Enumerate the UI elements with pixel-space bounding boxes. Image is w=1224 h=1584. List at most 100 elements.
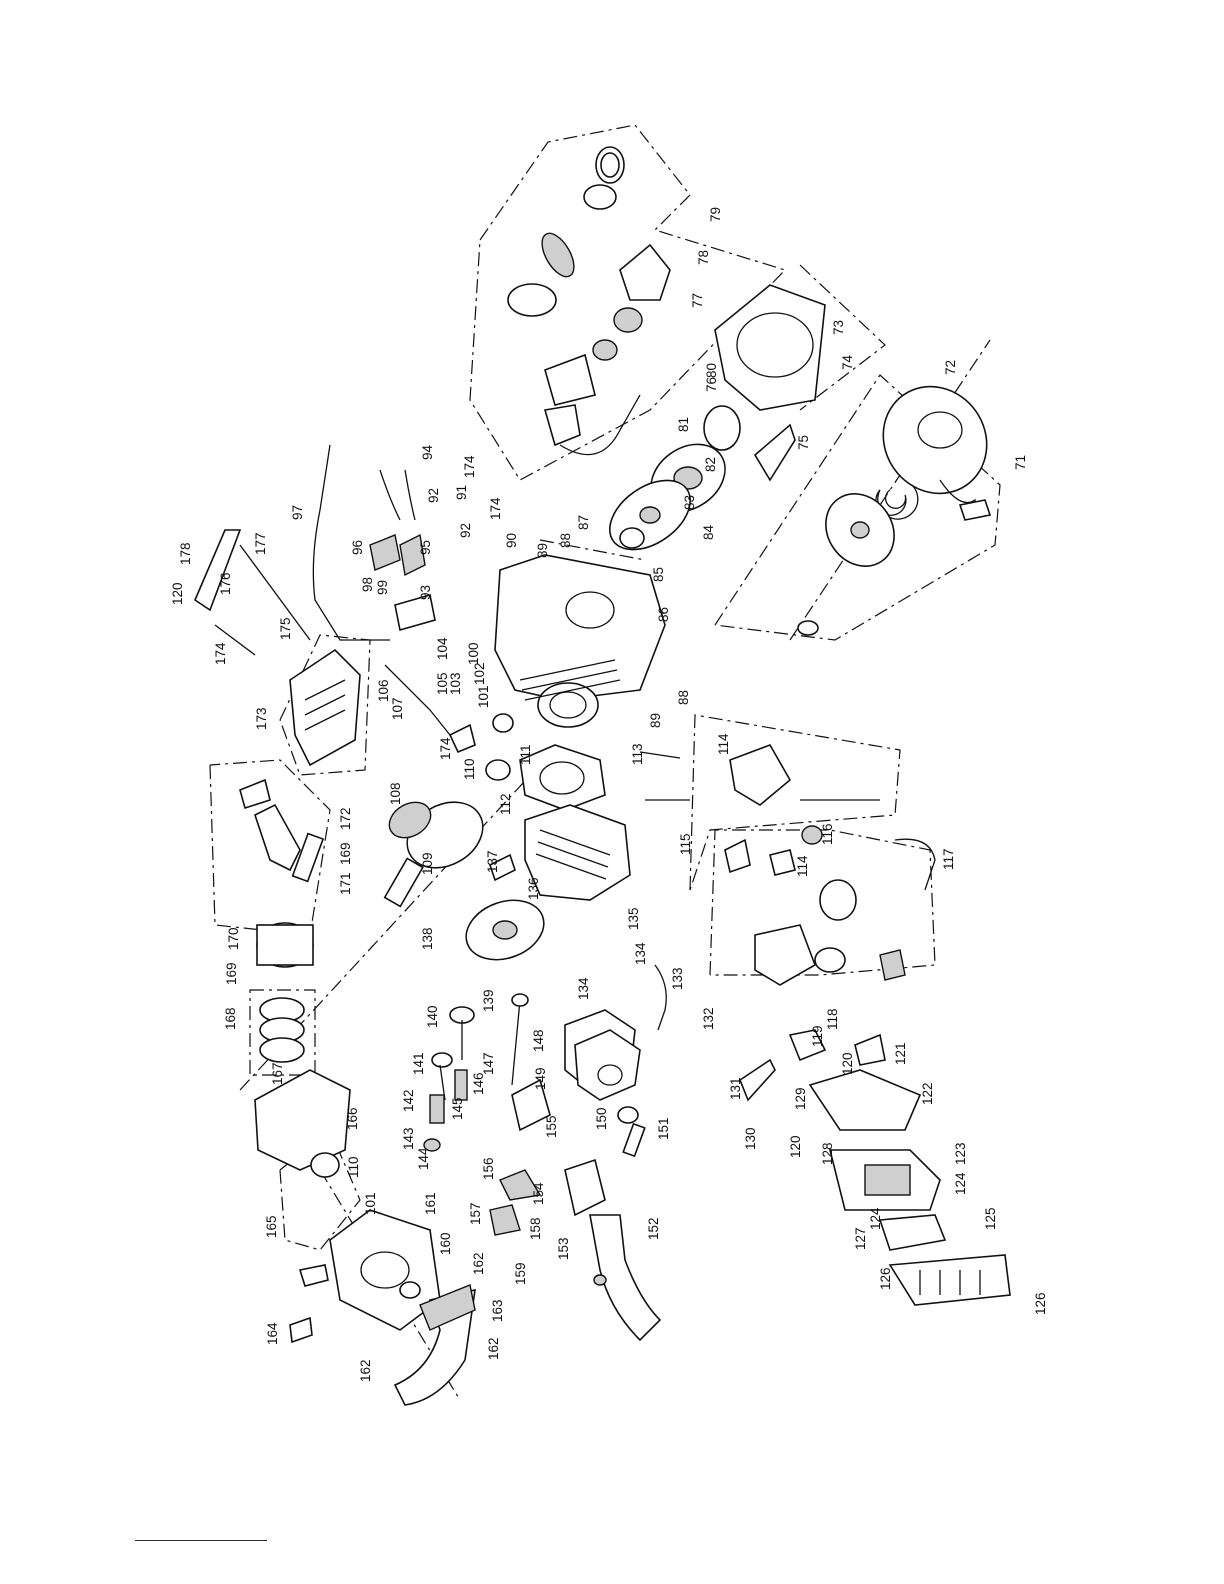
muffler-washer [617, 1106, 639, 1124]
callout-72: 72 [943, 360, 958, 375]
governor-knob [801, 825, 823, 845]
head-bolt-upper [639, 751, 681, 759]
head-gasket [519, 744, 606, 811]
stop-wire [312, 444, 390, 641]
recoil-cover [882, 385, 988, 495]
callout-158: 158 [528, 1217, 543, 1240]
oil-alert-unit [448, 723, 476, 754]
ignition-module [394, 593, 436, 632]
callout-77: 77 [690, 293, 705, 308]
recoil-cover-inner [917, 411, 963, 449]
air-filter-element [864, 1164, 911, 1196]
callout-149: 149 [533, 1067, 548, 1090]
oil-drain-plug [289, 1316, 313, 1344]
callout-131: 131 [728, 1077, 743, 1100]
control-box [289, 648, 361, 767]
callout-121: 121 [893, 1042, 908, 1065]
recoil-starter-group [797, 385, 992, 636]
callout-162b: 162 [486, 1337, 501, 1360]
air-cleaner-group [739, 1029, 1011, 1306]
starter-housing [507, 283, 557, 317]
callout-154: 154 [531, 1182, 546, 1205]
callout-168: 168 [223, 1007, 238, 1030]
blower-housing-opening [736, 312, 814, 378]
air-cleaner-cover [888, 1254, 1011, 1306]
callout-100: 100 [466, 642, 481, 665]
callout-155: 155 [544, 1115, 559, 1138]
crankcase-cover-bore [360, 1251, 410, 1289]
callout-120: 120 [840, 1052, 855, 1075]
callout-79: 79 [708, 207, 723, 222]
callout-71: 71 [1013, 455, 1028, 470]
carburetor-bowl-cover [819, 879, 857, 921]
shroud-plate [753, 423, 796, 482]
callout-95: 95 [418, 540, 433, 555]
callout-140: 140 [425, 1005, 440, 1028]
callout-97: 97 [290, 505, 305, 520]
throttle-cable [239, 544, 311, 641]
callout-118: 118 [825, 1008, 840, 1030]
carburetor-outline [709, 829, 936, 976]
callout-90: 90 [504, 533, 519, 548]
callout-108: 108 [388, 782, 403, 805]
callout-161: 161 [423, 1192, 438, 1215]
starter-armature [541, 232, 575, 278]
callout-150: 150 [594, 1107, 609, 1130]
callout-93: 93 [418, 585, 433, 600]
callout-172: 172 [338, 807, 353, 830]
rocker-plate [511, 1078, 551, 1132]
oil-alert-wire [384, 664, 451, 736]
cylinder-head [524, 804, 631, 901]
exhaust-gasket [564, 1158, 606, 1217]
callout-124: 124 [953, 1172, 968, 1195]
callout-153: 153 [556, 1237, 571, 1260]
callout-114b: 114 [795, 855, 810, 877]
dipstick [298, 1264, 329, 1287]
callout-163: 163 [490, 1299, 505, 1322]
fuel-cock [724, 838, 751, 874]
callout-99: 99 [375, 580, 390, 595]
oil-seal-right [619, 527, 645, 549]
callout-144: 144 [416, 1147, 431, 1170]
callout-85: 85 [651, 567, 666, 582]
crank-cam-group [383, 759, 545, 961]
air-cleaner-base [808, 1069, 922, 1131]
recoil-axis-line [789, 339, 991, 641]
callout-160: 160 [438, 1232, 453, 1255]
starter-pinion [613, 307, 643, 333]
callout-147: 147 [481, 1052, 496, 1075]
callout-135: 135 [626, 907, 641, 930]
breather-tube [654, 964, 667, 1031]
callout-83: 83 [682, 495, 697, 510]
group-outlines [209, 124, 1001, 1401]
callout-86: 86 [656, 607, 671, 622]
callout-labels: 71 72 73 74 75 76 77 78 79 80 81 82 83 8… [170, 207, 1048, 1382]
push-rod [511, 999, 521, 1086]
flywheel-hub [639, 506, 661, 524]
callout-101b: 101 [363, 1192, 378, 1215]
callout-138: 138 [420, 927, 435, 950]
callout-139: 139 [481, 989, 496, 1012]
callout-82: 82 [703, 457, 718, 472]
crankcase [494, 554, 666, 701]
callout-96: 96 [350, 540, 365, 555]
callout-125: 125 [983, 1207, 998, 1230]
callout-106: 106 [376, 679, 391, 702]
head-gasket-bore [539, 761, 585, 795]
callout-175: 175 [278, 617, 293, 640]
footnote-rule [135, 1540, 267, 1541]
callout-89b: 89 [648, 713, 663, 728]
callout-156: 156 [481, 1157, 496, 1180]
cylinder-fins [519, 659, 621, 701]
callout-174: 174 [213, 642, 228, 665]
control-group [194, 529, 361, 767]
callout-174d: 174 [438, 737, 453, 760]
starter-switch [543, 404, 581, 447]
blower-housing-outline [799, 264, 886, 411]
callout-103: 103 [448, 672, 463, 695]
callout-80: 80 [704, 363, 719, 378]
crankcase-cover-group [254, 1069, 476, 1406]
ignition-coil-upper [369, 534, 401, 571]
air-cleaner-gasket [788, 1029, 827, 1062]
callout-88b: 88 [676, 690, 691, 705]
